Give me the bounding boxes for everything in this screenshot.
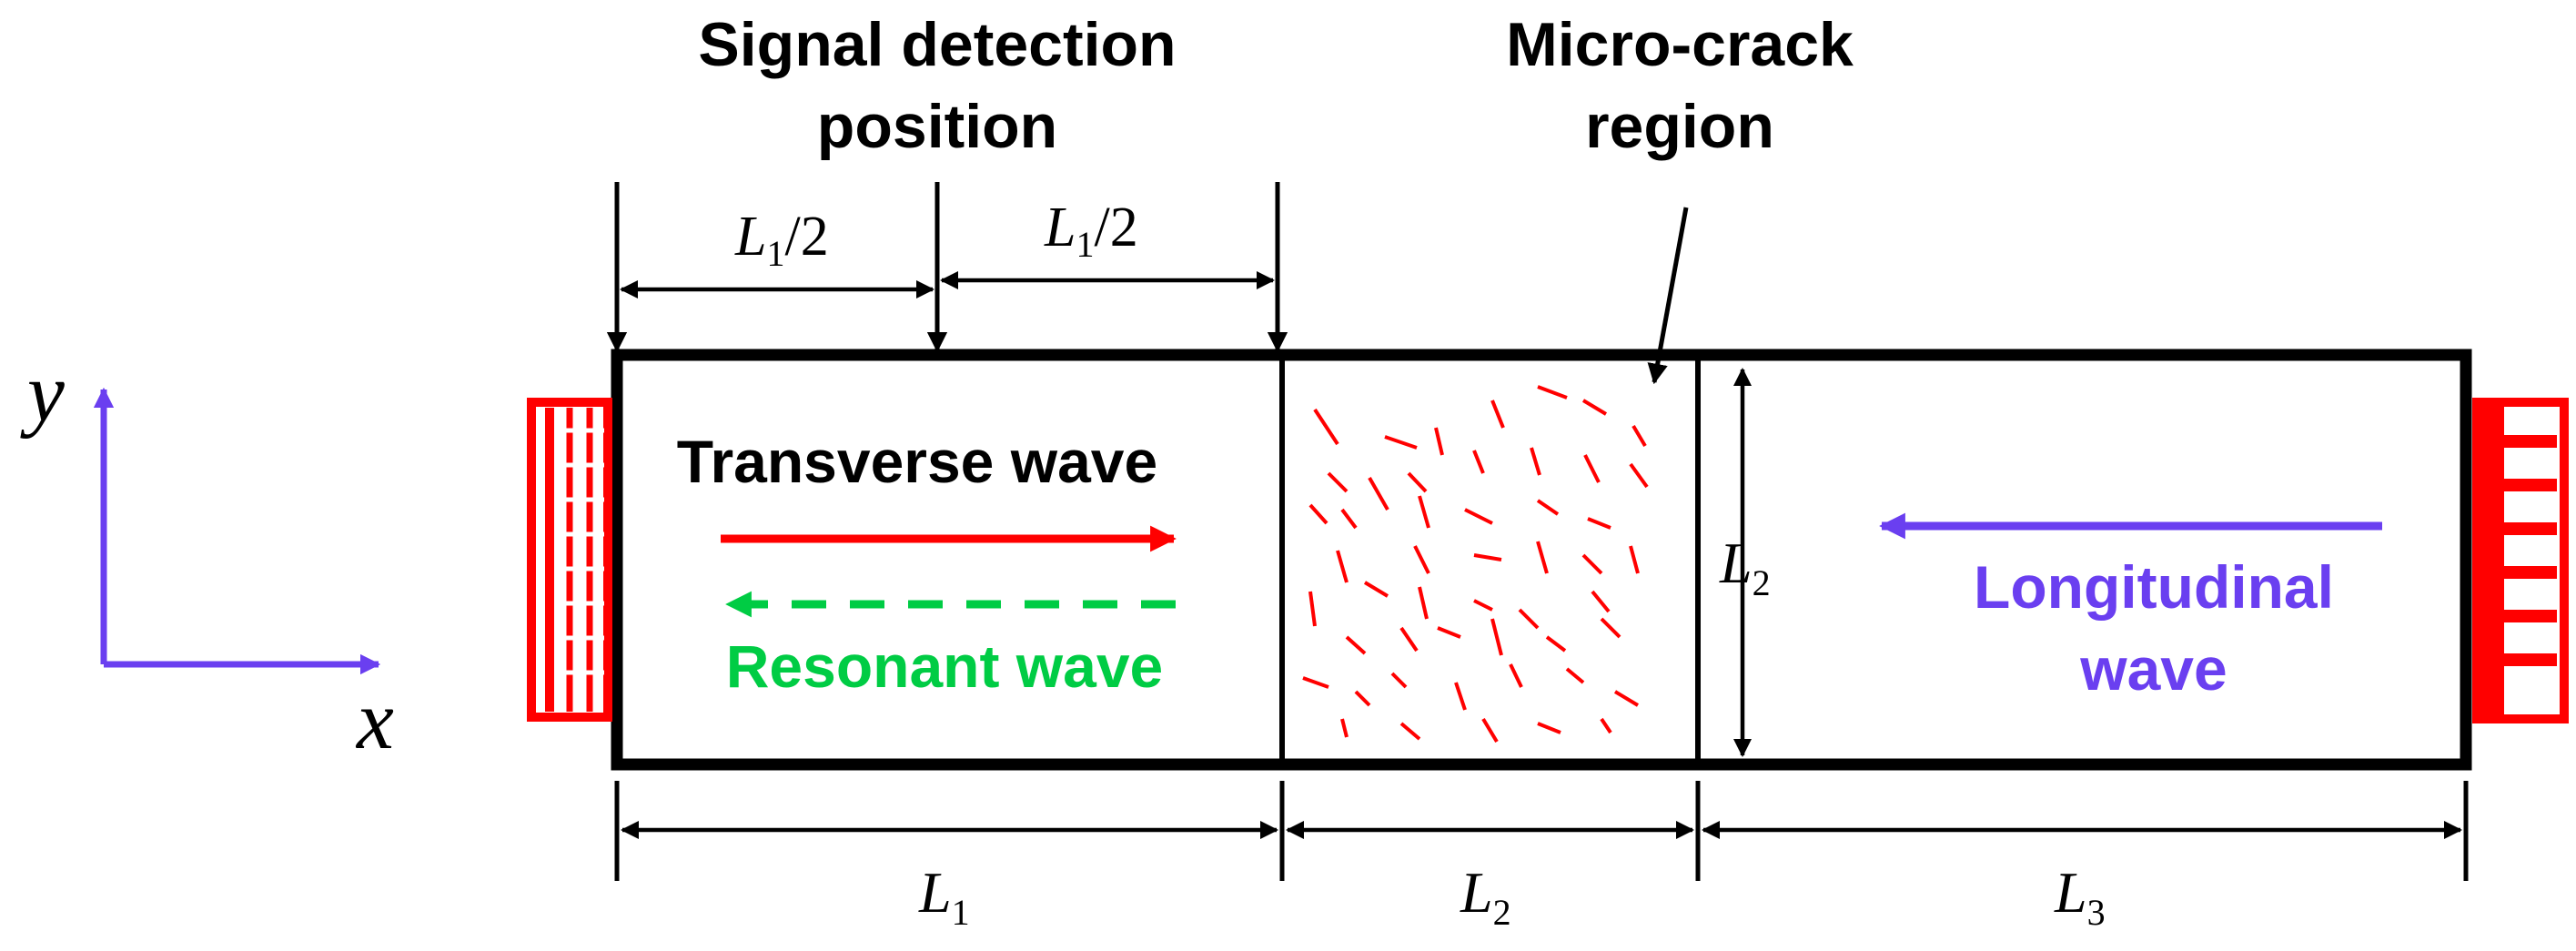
micro-crack-segment <box>1340 718 1349 738</box>
micro-crack-segment <box>1583 454 1601 483</box>
micro-crack-segment <box>1327 471 1349 493</box>
micro-crack-segment <box>1308 591 1317 627</box>
bottom-ref-ticks <box>614 781 2469 881</box>
micro-crack-segment <box>1530 447 1541 476</box>
specimen-outline <box>611 349 2472 771</box>
micro-crack-line2: region <box>1585 92 1774 161</box>
micro-crack-segment <box>1490 400 1505 429</box>
micro-crack-segment <box>1418 495 1430 529</box>
transverse-wave-label: Transverse wave <box>677 428 1157 495</box>
micro-crack-title: Micro-crack region <box>1506 10 1854 161</box>
y-axis-label: y <box>20 346 65 439</box>
micro-crack-segment <box>1399 722 1421 741</box>
resonant-wave-label: Resonant wave <box>726 632 1164 700</box>
micro-crack-segment <box>1354 690 1371 707</box>
L1-label: L1 <box>918 860 970 933</box>
micro-crack-segment <box>1536 499 1560 516</box>
micro-crack-segment <box>1545 635 1567 653</box>
micro-crack-segment <box>1613 690 1640 707</box>
micro-crack-segment <box>1537 722 1561 734</box>
L3-label: L3 <box>2054 860 2106 933</box>
half-L1-label-right: L1/2 <box>1044 197 1138 265</box>
longitudinal-wave-line2: wave <box>2079 635 2227 703</box>
micro-crack-segment <box>1454 682 1467 711</box>
micro-crack-segment <box>1407 471 1428 493</box>
micro-crack-segment <box>1302 676 1329 689</box>
micro-crack-segment <box>1363 581 1389 598</box>
L2-label: L2 <box>1460 860 1511 933</box>
half-L1-label-left: L1/2 <box>734 206 829 274</box>
micro-crack-segment <box>1536 541 1549 574</box>
longitudinal-wave-line1: Longitudinal <box>1974 553 2334 621</box>
micro-crack-segment <box>1518 608 1540 630</box>
micro-crack-segment <box>1490 618 1503 656</box>
micro-crack-segment <box>1481 717 1499 744</box>
L2-height-label: L2 <box>1719 531 1771 603</box>
micro-crack-segment <box>1587 517 1611 530</box>
micro-crack-segment <box>1581 553 1603 575</box>
signal-detection-line1: Signal detection <box>698 10 1176 79</box>
micro-crack-segment <box>1591 590 1611 613</box>
micro-crack-segment <box>1390 672 1408 689</box>
micro-crack-segment <box>1464 508 1493 525</box>
x-axis-label: x <box>355 673 394 766</box>
micro-crack-segment <box>1565 667 1585 684</box>
micro-crack-segment <box>1472 450 1485 474</box>
micro-crack-segment <box>1600 717 1612 734</box>
micro-crack-segment <box>1537 385 1568 400</box>
signal-detection-title: Signal detection position <box>698 10 1176 161</box>
micro-crack-segment <box>1340 508 1358 530</box>
micro-crack-segment <box>1413 545 1430 574</box>
micro-crack-segment <box>1631 424 1647 448</box>
micro-crack-segment <box>1345 635 1367 655</box>
micro-crack-segment <box>1629 545 1640 574</box>
micro-crack-segment <box>1509 663 1523 688</box>
micro-crack-segment <box>1473 599 1493 612</box>
micro-crack-segment <box>1473 553 1502 561</box>
micro-crack-line1: Micro-crack <box>1506 10 1854 79</box>
micro-crack-field <box>1302 385 1649 744</box>
micro-crack-segment <box>1368 477 1389 511</box>
right-transducer <box>2472 398 2569 723</box>
micro-crack-segment <box>1313 408 1339 446</box>
micro-crack-segment <box>1629 462 1649 489</box>
signal-detection-line2: position <box>817 92 1057 161</box>
micro-crack-segment <box>1399 626 1419 653</box>
micro-crack-segment <box>1384 435 1418 450</box>
micro-crack-segment <box>1581 399 1608 416</box>
micro-crack-segment <box>1600 617 1621 639</box>
micro-crack-segment <box>1418 586 1429 620</box>
micro-crack-segment <box>1308 503 1328 525</box>
micro-crack-segment <box>1434 427 1444 456</box>
micro-crack-segment <box>1437 626 1461 639</box>
left-transducer <box>527 398 612 722</box>
micro-crack-segment <box>1336 550 1349 583</box>
